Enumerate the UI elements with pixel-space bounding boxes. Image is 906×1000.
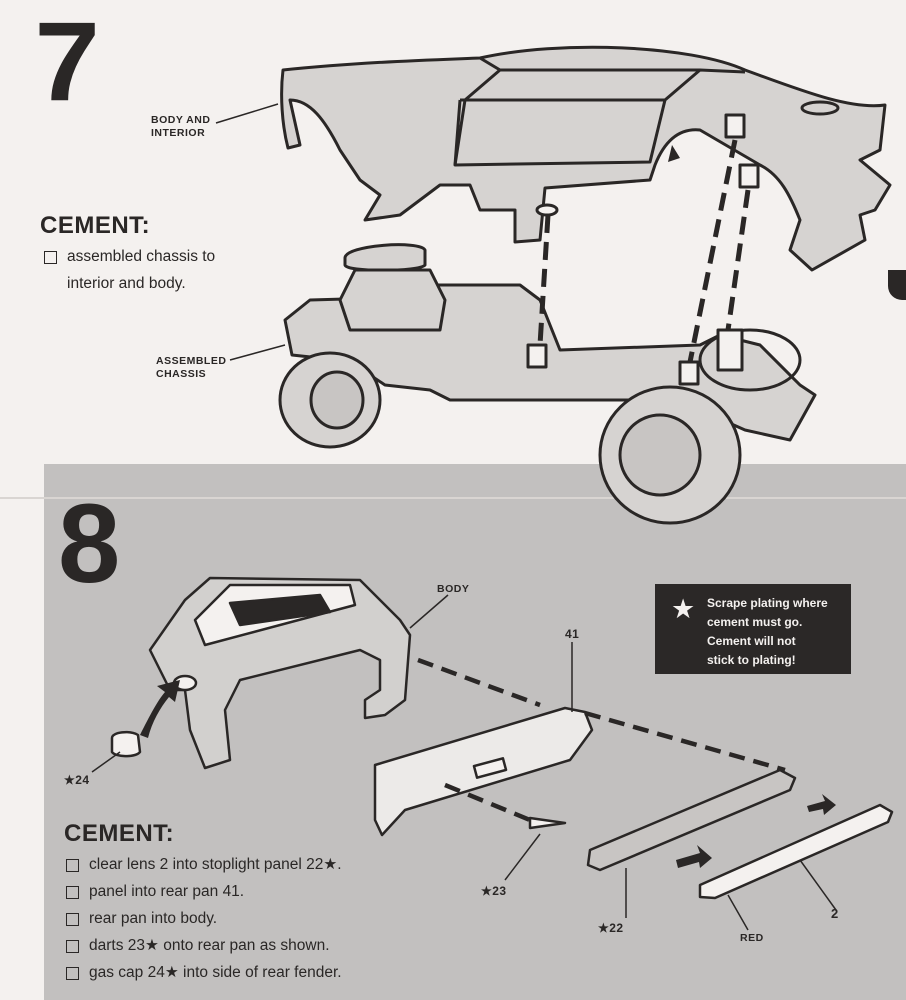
gas-cap-drawing [110,730,142,758]
lens-arrow-2 [807,794,836,815]
label-part-22: ★22 [598,921,624,935]
label-part-41: 41 [565,627,580,641]
step7-cement-title: CEMENT: [40,212,151,239]
step8-cement-item[interactable]: panel into rear pan 41. [66,879,342,905]
checkbox[interactable] [66,913,79,926]
checkbox[interactable] [66,967,79,980]
checkbox[interactable] [44,251,57,264]
label-part-23: ★23 [481,884,507,898]
star-icon: ★ [671,594,696,624]
page-edge-tab [888,270,906,300]
clear-lens-drawing [698,803,894,900]
step8-cement-item[interactable]: gas cap 24★ into side of rear fender. [66,960,342,986]
car-window-drawing [453,56,746,167]
step8-cement-item[interactable]: darts 23★ onto rear pan as shown. [66,933,342,959]
label-part-2: 2 [831,906,839,921]
stoplight-panel-drawing [586,768,797,872]
step8-cement-title: CEMENT: [64,820,175,847]
label-part-24: ★24 [64,773,90,787]
step8-cement-item[interactable]: clear lens 2 into stoplight panel 22★. [66,852,342,878]
plating-note: ★ Scrape plating where cement must go. C… [655,584,851,674]
step8-cement-list: clear lens 2 into stoplight panel 22★. p… [66,852,342,987]
step-7-number: 7 [34,0,100,124]
step7-cement-item[interactable]: assembled chassis to [44,244,215,270]
page-fold [0,497,906,499]
step-8-number: 8 [58,481,121,606]
step8-cement-item[interactable]: rear pan into body. [66,906,342,932]
label-body-and-interior: BODY AND INTERIOR [151,114,211,139]
dart-drawing [528,816,567,830]
step7-cement-list: assembled chassis to interior and body. [44,244,215,298]
label-body: BODY [437,583,470,595]
gas-cap-arrow [140,680,180,738]
plating-note-text: Scrape plating where cement must go. Cem… [707,596,828,667]
lens-arrow-1 [676,845,712,868]
checkbox[interactable] [66,886,79,899]
step8-background-panel [44,464,906,1000]
label-assembled-chassis: ASSEMBLED CHASSIS [156,355,227,380]
engine-drawing [338,268,447,332]
car-body-drawing [280,45,892,272]
label-red: RED [740,932,764,944]
checkbox[interactable] [66,940,79,953]
car-marker-drawing [800,100,840,116]
step7-cement-item-continued: interior and body. [67,275,186,292]
air-cleaner-drawing [343,243,427,272]
checkbox[interactable] [66,859,79,872]
